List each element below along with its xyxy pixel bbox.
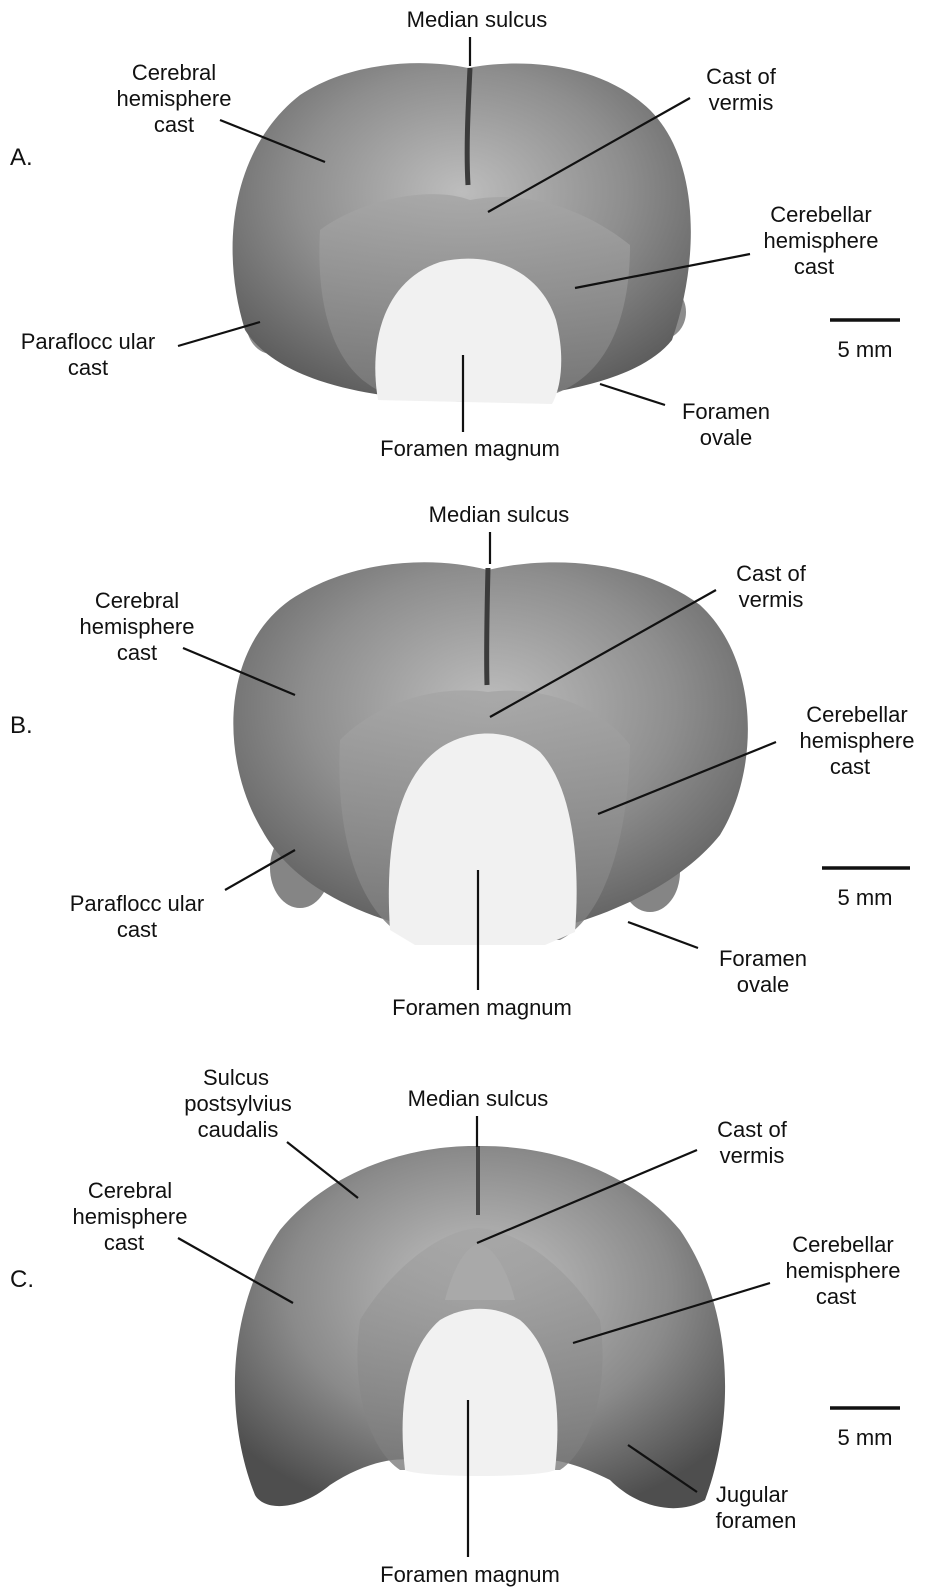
label-cerebral-c-3: cast: [104, 1230, 144, 1255]
label-cerebellar-c-1: Cerebellar: [792, 1232, 894, 1257]
label-sulcus-post-c-2: postsylvius: [184, 1091, 292, 1116]
label-cerebellar-c-3: cast: [816, 1284, 856, 1309]
label-cerebral-b-3: cast: [117, 640, 157, 665]
label-vermis-b-1: Cast of: [736, 561, 807, 586]
label-foramen-ovale-a-2: ovale: [700, 425, 753, 450]
label-foramen-magnum-b: Foramen magnum: [392, 995, 572, 1020]
label-cerebellar-a-2: hemisphere: [764, 228, 879, 253]
scale-label-c: 5 mm: [838, 1425, 893, 1450]
panel-a: A. Median sulcus Cerebral hemisphere cas…: [10, 7, 900, 461]
leader-foramen-ovale-b: [628, 922, 698, 948]
label-cerebral-a-2: hemisphere: [117, 86, 232, 111]
label-cerebellar-b-2: hemisphere: [800, 728, 915, 753]
label-jugular-c-2: foramen: [716, 1508, 797, 1533]
label-foramen-magnum-a: Foramen magnum: [380, 436, 560, 461]
scale-label-b: 5 mm: [838, 885, 893, 910]
label-cerebral-a-1: Cerebral: [132, 60, 216, 85]
endocast-c: [235, 1146, 725, 1508]
label-sulcus-post-c-3: caudalis: [198, 1117, 279, 1142]
label-median-sulcus-b: Median sulcus: [429, 502, 570, 527]
label-cerebellar-a-1: Cerebellar: [770, 202, 872, 227]
label-vermis-c-2: vermis: [720, 1143, 785, 1168]
label-cerebral-c-1: Cerebral: [88, 1178, 172, 1203]
label-cerebral-b-1: Cerebral: [95, 588, 179, 613]
panel-letter-b: B.: [10, 712, 33, 739]
label-jugular-c-1: Jugular: [716, 1482, 788, 1507]
median-sulcus-groove-b: [487, 568, 488, 685]
label-foramen-magnum-c: Foramen magnum: [380, 1562, 560, 1587]
leader-foramen-ovale-a: [600, 384, 665, 405]
panel-letter-a: A.: [10, 144, 33, 171]
panel-c: C. Median sulcus Sulcus postsylvius caud…: [10, 1065, 900, 1587]
label-foramen-ovale-b-2: ovale: [737, 972, 790, 997]
label-cerebral-a-3: cast: [154, 112, 194, 137]
label-paraflocc-a-2: cast: [68, 355, 108, 380]
panel-b: B. Median sulcus Cerebral hemisphere cas…: [10, 502, 914, 1020]
endocast-a: [233, 63, 691, 404]
label-foramen-ovale-b-1: Foramen: [719, 946, 807, 971]
endocast-b: [233, 562, 748, 945]
panel-letter-c: C.: [10, 1266, 34, 1293]
leader-sulcus-post-c: [287, 1142, 358, 1198]
label-paraflocc-b-2: cast: [117, 917, 157, 942]
leader-paraflocc-a: [178, 322, 260, 346]
label-cerebellar-b-1: Cerebellar: [806, 702, 908, 727]
label-paraflocc-a-1: Paraflocc ular: [21, 329, 156, 354]
label-cerebral-c-2: hemisphere: [73, 1204, 188, 1229]
label-sulcus-post-c-1: Sulcus: [203, 1065, 269, 1090]
label-foramen-ovale-a-1: Foramen: [682, 399, 770, 424]
label-cerebellar-b-3: cast: [830, 754, 870, 779]
label-paraflocc-b-1: Paraflocc ular: [70, 891, 205, 916]
label-cerebellar-c-2: hemisphere: [786, 1258, 901, 1283]
label-vermis-b-2: vermis: [739, 587, 804, 612]
scale-label-a: 5 mm: [838, 337, 893, 362]
label-vermis-a-1: Cast of: [706, 64, 777, 89]
label-vermis-c-1: Cast of: [717, 1117, 788, 1142]
label-median-sulcus-c: Median sulcus: [408, 1086, 549, 1111]
median-sulcus-groove-a: [467, 68, 470, 185]
label-cerebellar-a-3: cast: [794, 254, 834, 279]
label-vermis-a-2: vermis: [709, 90, 774, 115]
label-median-sulcus-a: Median sulcus: [407, 7, 548, 32]
label-cerebral-b-2: hemisphere: [80, 614, 195, 639]
